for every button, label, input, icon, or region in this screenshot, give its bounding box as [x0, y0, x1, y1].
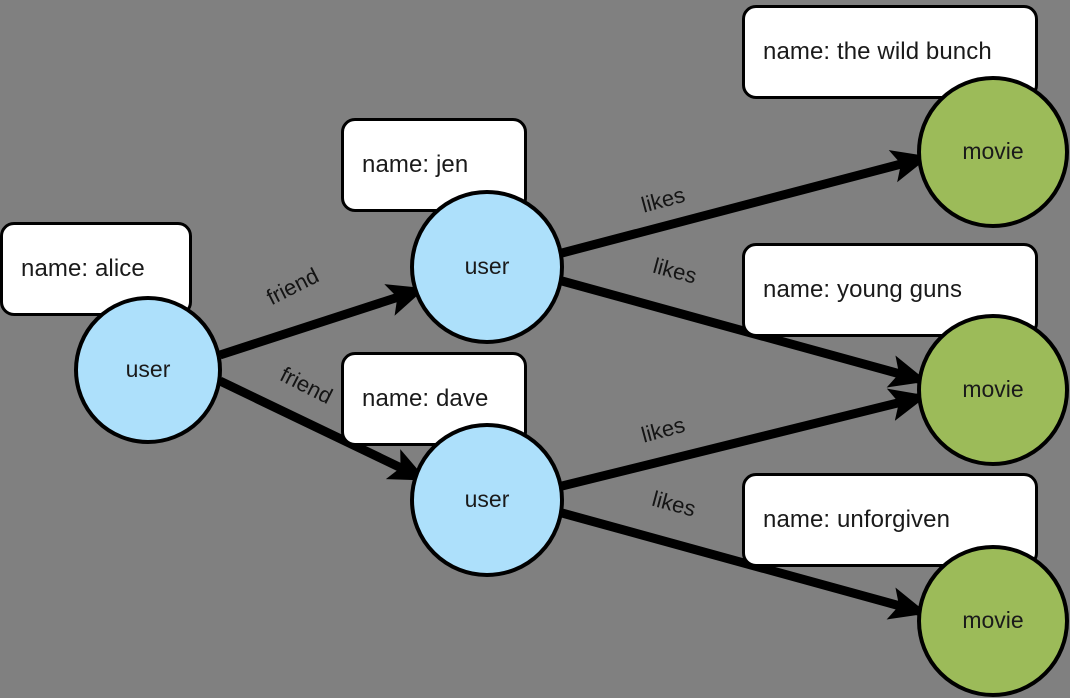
node-circle-unforgiven — [917, 545, 1069, 697]
property-text: name: unforgiven — [763, 506, 951, 533]
property-text: name: the wild bunch — [763, 38, 992, 65]
property-box-box_jen: name: jen — [341, 118, 527, 212]
node-label-dave: user — [465, 486, 510, 512]
property-text: name: jen — [362, 151, 469, 178]
edge-alice-dave — [218, 376, 428, 483]
node-circle-alice — [74, 296, 222, 444]
node-circle-dave — [410, 423, 564, 577]
edge-alice-jen — [218, 284, 426, 360]
property-text: name: dave — [362, 385, 489, 412]
property-text: name: alice — [21, 255, 145, 282]
edge-jen-wild_bunch — [560, 150, 930, 258]
property-text: name: young guns — [763, 276, 963, 303]
edge-jen-young_guns — [560, 276, 928, 388]
node-label-unforgiven: movie — [962, 607, 1023, 633]
property-box-box_wild_bunch: name: the wild bunch — [742, 5, 1038, 99]
node-label-wild_bunch: movie — [962, 138, 1023, 164]
edge-dave-young_guns — [560, 388, 928, 491]
node-label-young_guns: movie — [962, 376, 1023, 402]
node-label-jen: user — [465, 253, 510, 279]
node-circle-jen — [410, 190, 564, 344]
edge-dave-unforgiven — [560, 508, 928, 620]
node-label-alice: user — [126, 356, 171, 382]
property-box-box_dave: name: dave — [341, 352, 527, 446]
